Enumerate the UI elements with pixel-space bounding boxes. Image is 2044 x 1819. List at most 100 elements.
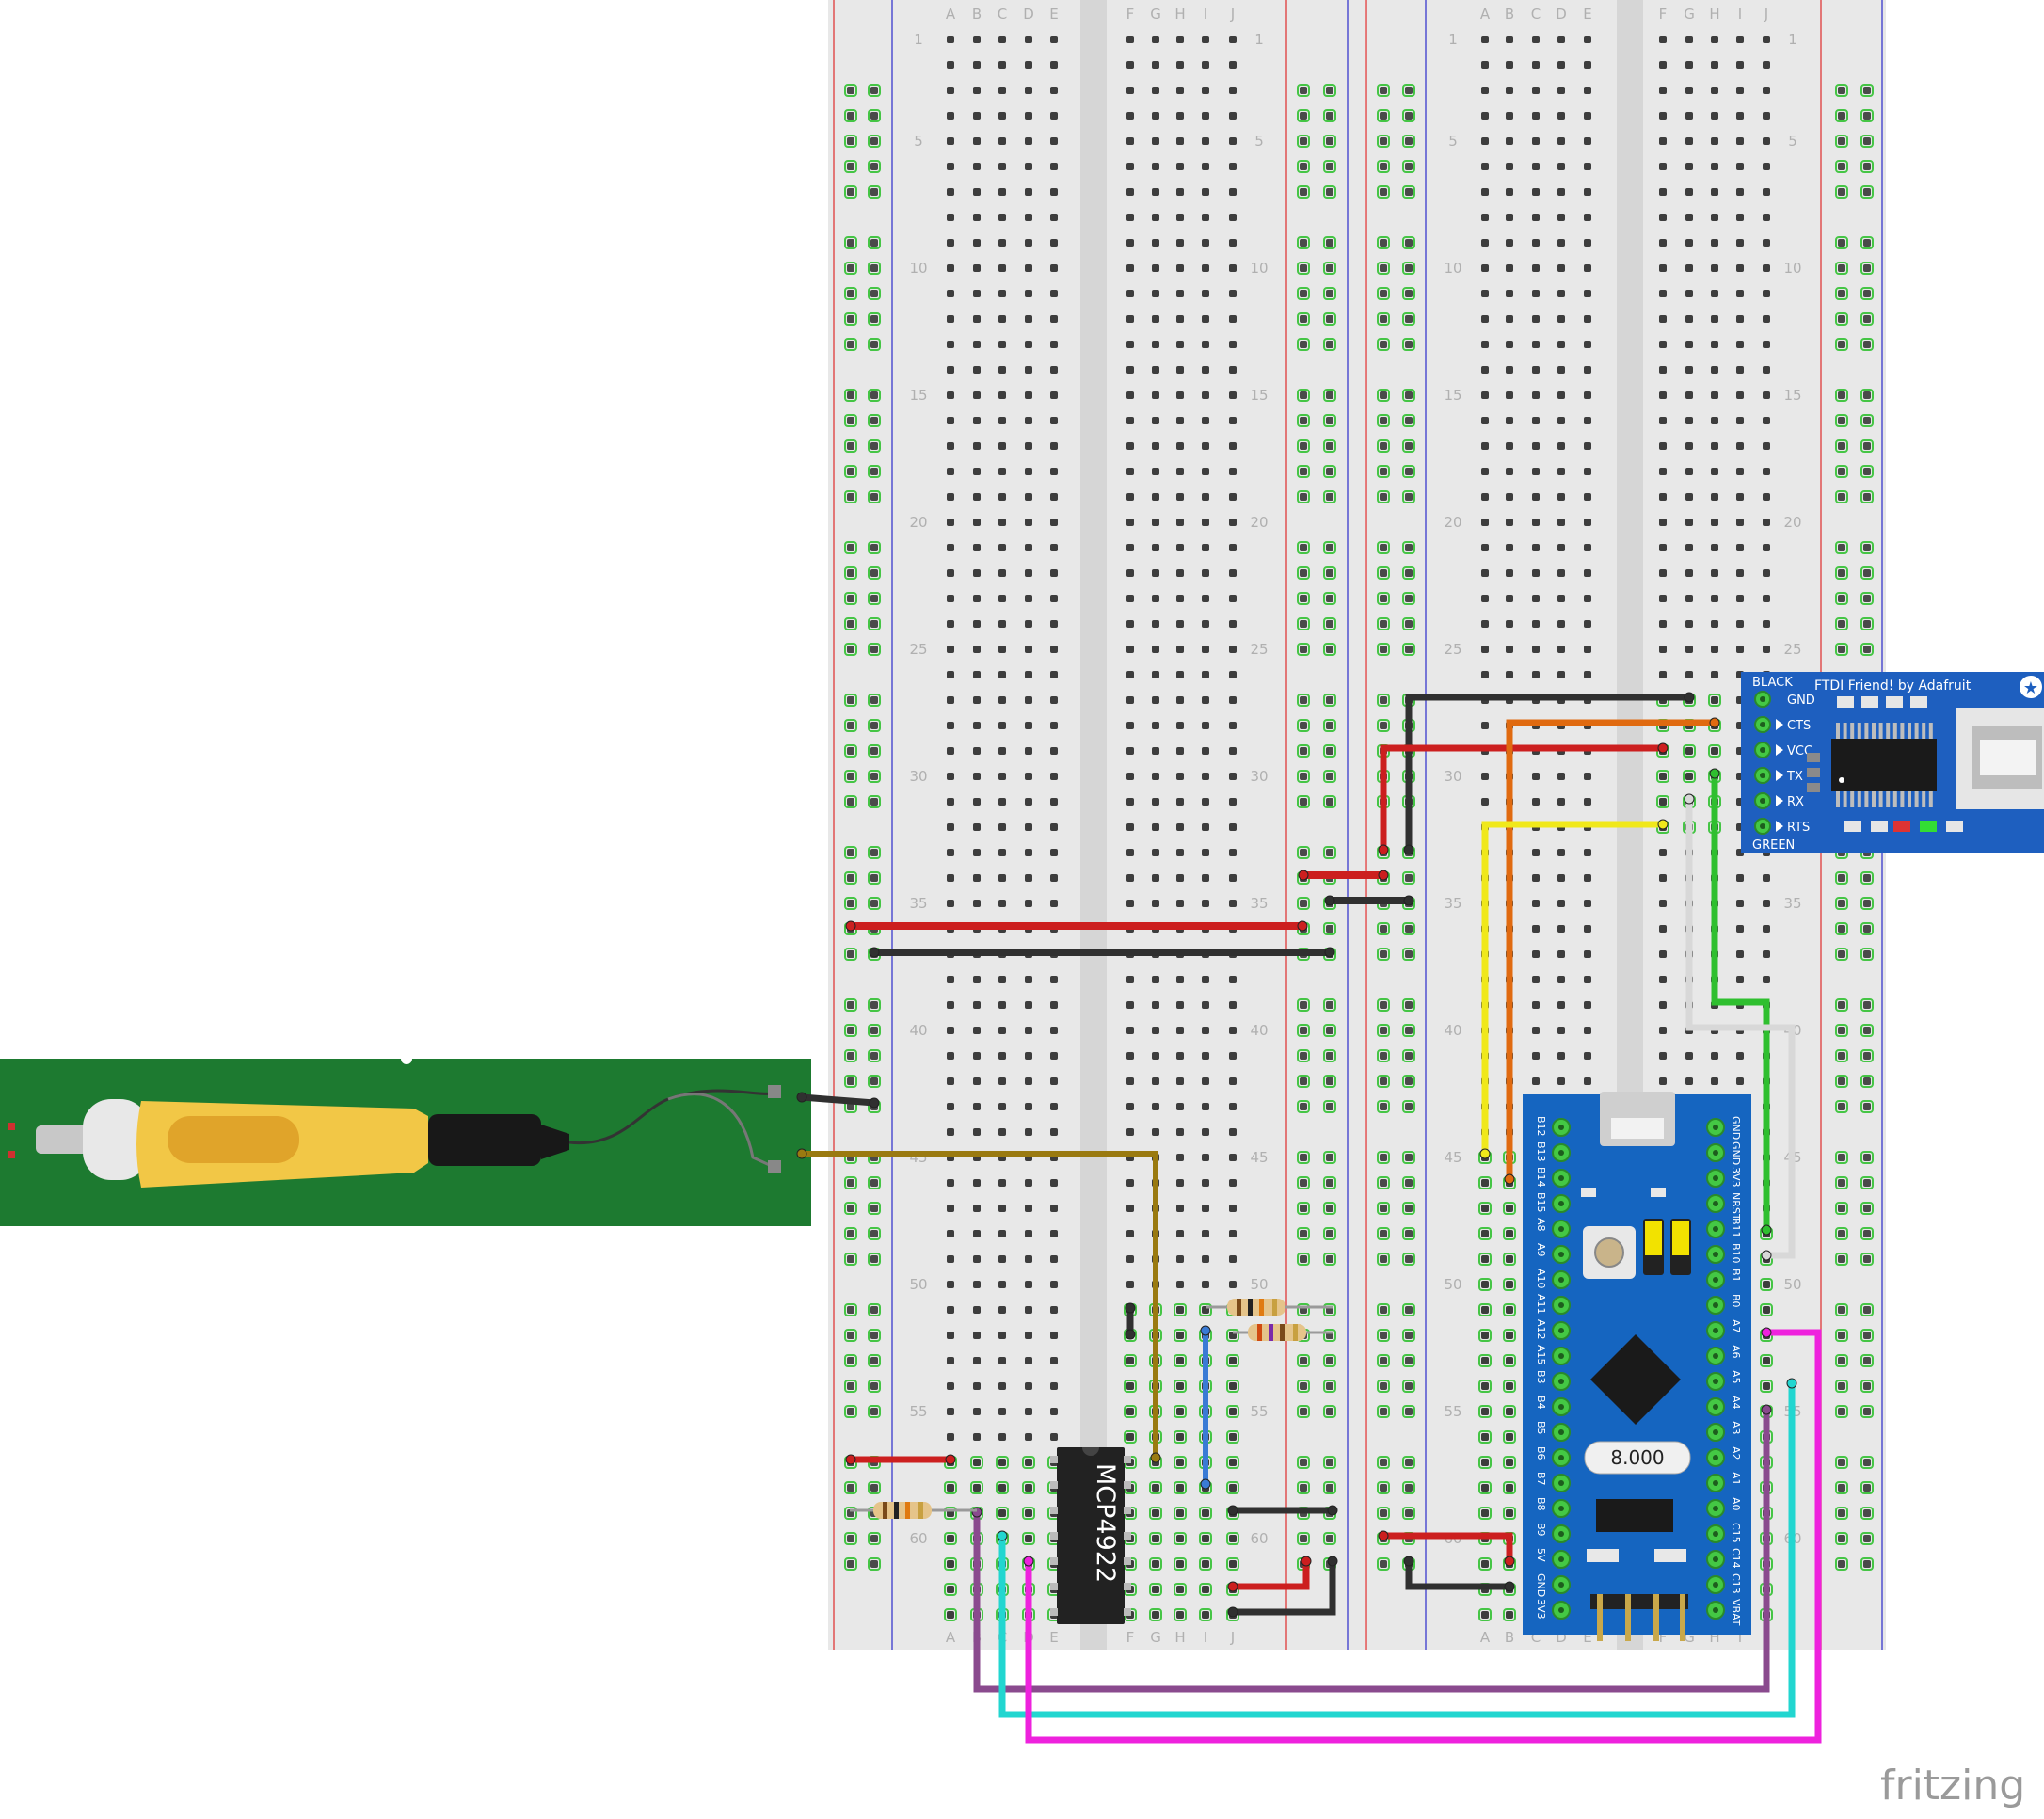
breadboard-hole[interactable]	[973, 468, 981, 475]
breadboard-hole[interactable]	[1659, 1052, 1667, 1060]
rail-hole[interactable]	[1405, 569, 1413, 577]
breadboard-hole[interactable]	[1229, 823, 1237, 831]
rail-hole[interactable]	[1300, 1459, 1307, 1466]
breadboard-hole[interactable]	[1481, 1459, 1489, 1466]
rail-hole[interactable]	[1838, 1535, 1845, 1542]
breadboard-hole[interactable]	[1659, 417, 1667, 424]
breadboard-hole[interactable]	[947, 646, 954, 653]
breadboard-hole[interactable]	[1025, 519, 1032, 526]
breadboard-hole[interactable]	[1229, 747, 1237, 755]
rail-hole[interactable]	[1300, 417, 1307, 424]
breadboard-hole[interactable]	[1202, 264, 1209, 272]
rail-hole[interactable]	[1300, 112, 1307, 120]
rail-hole[interactable]	[1326, 87, 1333, 94]
breadboard-hole[interactable]	[1481, 1433, 1489, 1441]
breadboard-hole[interactable]	[1763, 112, 1770, 120]
rail-hole[interactable]	[1405, 1001, 1413, 1009]
breadboard-hole[interactable]	[1152, 620, 1159, 628]
breadboard-hole[interactable]	[1481, 569, 1489, 577]
rail-hole[interactable]	[870, 112, 878, 120]
breadboard-hole[interactable]	[1176, 1459, 1184, 1466]
rail-hole[interactable]	[847, 137, 854, 145]
breadboard-hole[interactable]	[973, 214, 981, 221]
breadboard-hole[interactable]	[1229, 264, 1237, 272]
rail-hole[interactable]	[847, 620, 854, 628]
breadboard-hole[interactable]	[1050, 1306, 1058, 1314]
breadboard-hole[interactable]	[1202, 366, 1209, 374]
rail-hole[interactable]	[1300, 1179, 1307, 1187]
breadboard-hole[interactable]	[1532, 36, 1540, 43]
rail-hole[interactable]	[1326, 544, 1333, 551]
breadboard-hole[interactable]	[1659, 544, 1667, 551]
breadboard-hole[interactable]	[1176, 1077, 1184, 1085]
breadboard-hole[interactable]	[1050, 976, 1058, 983]
breadboard-hole[interactable]	[1176, 1179, 1184, 1187]
breadboard-hole[interactable]	[1050, 366, 1058, 374]
breadboard-hole[interactable]	[1152, 519, 1159, 526]
breadboard-hole[interactable]	[1481, 1408, 1489, 1415]
rail-hole[interactable]	[1300, 722, 1307, 729]
breadboard-hole[interactable]	[1152, 671, 1159, 678]
rail-hole[interactable]	[1863, 239, 1871, 247]
breadboard-hole[interactable]	[1126, 823, 1134, 831]
rail-hole[interactable]	[1405, 1408, 1413, 1415]
breadboard-hole[interactable]	[1659, 36, 1667, 43]
rail-hole[interactable]	[1863, 569, 1871, 577]
rail-hole[interactable]	[847, 493, 854, 501]
rail-hole[interactable]	[1863, 442, 1871, 450]
breadboard-hole[interactable]	[1176, 341, 1184, 348]
breadboard-hole[interactable]	[1557, 391, 1565, 399]
breadboard-hole[interactable]	[947, 1408, 954, 1415]
breadboard-hole[interactable]	[1025, 163, 1032, 170]
breadboard-hole[interactable]	[1481, 1509, 1489, 1517]
rail-hole[interactable]	[870, 468, 878, 475]
breadboard-hole[interactable]	[1763, 620, 1770, 628]
breadboard-hole[interactable]	[1229, 1433, 1237, 1441]
breadboard-hole[interactable]	[1711, 493, 1718, 501]
breadboard-hole[interactable]	[1229, 468, 1237, 475]
breadboard-hole[interactable]	[1050, 900, 1058, 907]
rail-hole[interactable]	[870, 1001, 878, 1009]
breadboard-hole[interactable]	[1025, 773, 1032, 780]
breadboard-hole[interactable]	[1711, 1077, 1718, 1085]
breadboard-hole[interactable]	[973, 1179, 981, 1187]
rail-hole[interactable]	[1405, 1154, 1413, 1161]
breadboard-hole[interactable]	[1202, 112, 1209, 120]
breadboard-hole[interactable]	[947, 1230, 954, 1237]
breadboard-hole[interactable]	[1176, 823, 1184, 831]
breadboard-hole[interactable]	[1736, 646, 1744, 653]
breadboard-hole[interactable]	[1025, 214, 1032, 221]
breadboard-hole[interactable]	[1202, 976, 1209, 983]
breadboard-hole[interactable]	[1050, 315, 1058, 323]
rail-hole[interactable]	[1838, 290, 1845, 297]
rail-hole[interactable]	[1838, 1205, 1845, 1212]
breadboard-hole[interactable]	[1152, 442, 1159, 450]
rail-hole[interactable]	[1405, 112, 1413, 120]
breadboard-hole[interactable]	[1229, 163, 1237, 170]
breadboard-hole[interactable]	[1736, 290, 1744, 297]
rail-hole[interactable]	[1380, 1509, 1387, 1517]
breadboard-hole[interactable]	[1229, 137, 1237, 145]
breadboard-hole[interactable]	[1025, 417, 1032, 424]
breadboard-hole[interactable]	[1025, 1128, 1032, 1136]
breadboard-hole[interactable]	[1711, 1052, 1718, 1060]
breadboard-hole[interactable]	[1176, 112, 1184, 120]
breadboard-hole[interactable]	[1126, 595, 1134, 602]
breadboard-hole[interactable]	[1176, 61, 1184, 69]
rail-hole[interactable]	[870, 341, 878, 348]
breadboard-hole[interactable]	[1659, 900, 1667, 907]
breadboard-hole[interactable]	[1229, 87, 1237, 94]
breadboard-hole[interactable]	[1685, 569, 1693, 577]
wire-black-ftdi-gnd[interactable]	[1405, 694, 1693, 854]
breadboard-hole[interactable]	[1176, 1560, 1184, 1568]
breadboard-hole[interactable]	[1584, 976, 1591, 983]
wire-red-ftdi-vcc[interactable]	[1380, 744, 1667, 854]
rail-hole[interactable]	[1326, 595, 1333, 602]
breadboard-hole[interactable]	[1176, 1205, 1184, 1212]
breadboard-hole[interactable]	[998, 1001, 1006, 1009]
breadboard-hole[interactable]	[1202, 620, 1209, 628]
rail-hole[interactable]	[1300, 747, 1307, 755]
breadboard-hole[interactable]	[1763, 544, 1770, 551]
rail-hole[interactable]	[1838, 87, 1845, 94]
breadboard-hole[interactable]	[973, 773, 981, 780]
